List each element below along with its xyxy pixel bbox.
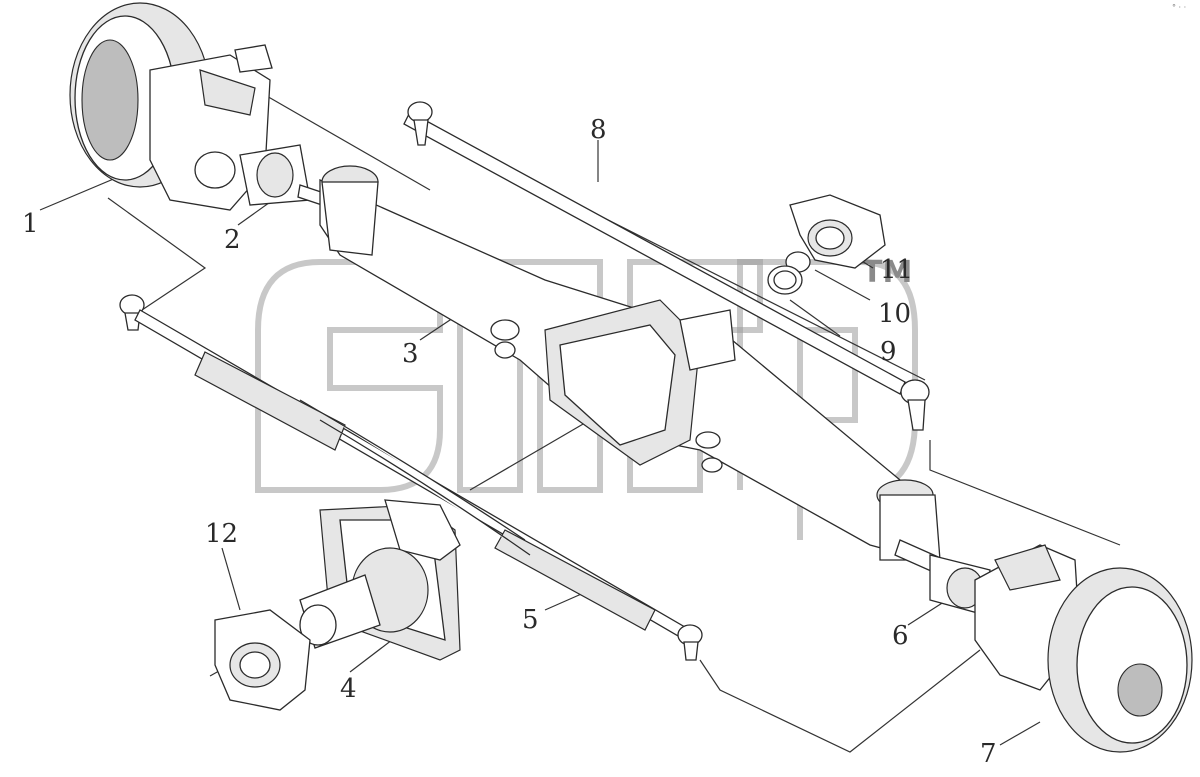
callout-10: 10 xyxy=(878,299,911,329)
part-thrust-washer xyxy=(767,265,803,295)
callout-7: 7 xyxy=(980,739,997,769)
callout-4: 4 xyxy=(340,674,357,704)
part-tie-rod xyxy=(403,101,930,431)
callout-8: 8 xyxy=(590,115,607,145)
corner-mark: ° · · xyxy=(1172,3,1186,12)
part-differential-carrier xyxy=(299,499,461,661)
callout-labels: 1 2 3 4 5 6 7 8 9 10 11 12 xyxy=(22,115,997,769)
part-right-hub-assembly xyxy=(974,544,1193,753)
callout-1: 1 xyxy=(22,209,39,239)
callout-2: 2 xyxy=(224,225,241,255)
part-left-hub-assembly xyxy=(69,2,273,211)
callout-12: 12 xyxy=(205,519,238,549)
callout-5: 5 xyxy=(522,605,539,635)
callout-11: 11 xyxy=(880,255,913,285)
part-knuckle-bracket xyxy=(789,194,886,269)
part-right-universal-joint xyxy=(894,539,991,616)
watermark-trademark: TM xyxy=(862,255,912,290)
callout-3: 3 xyxy=(402,339,419,369)
part-steering-cylinder xyxy=(119,294,703,661)
callout-9: 9 xyxy=(880,337,897,367)
callout-6: 6 xyxy=(892,621,909,651)
part-axle-housing xyxy=(319,165,941,561)
part-bearing-bracket xyxy=(214,609,311,711)
